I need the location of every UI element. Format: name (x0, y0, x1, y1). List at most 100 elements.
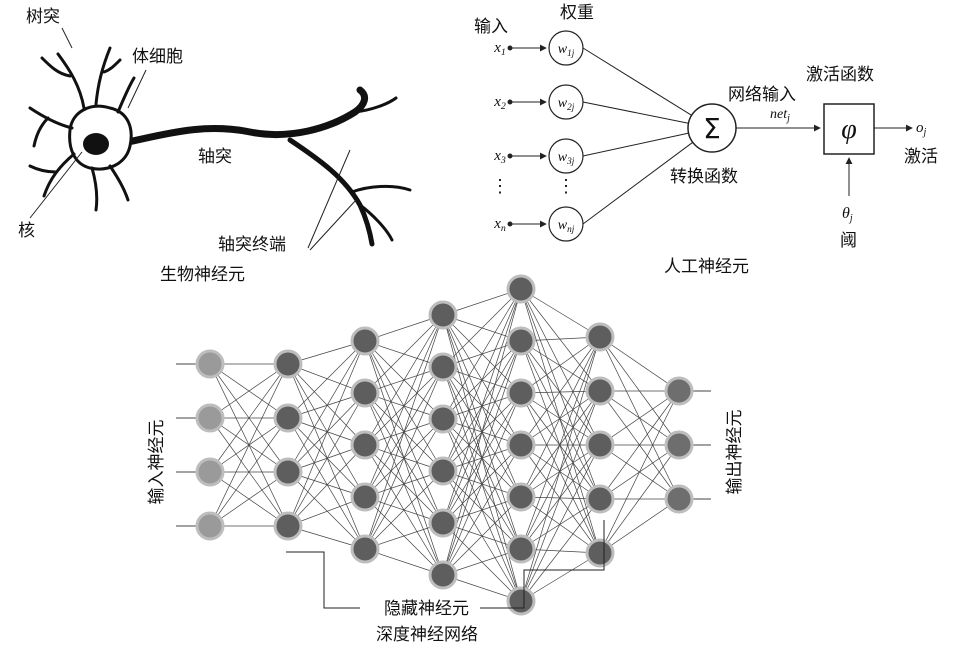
hidden-label: 隐藏神经元 (384, 599, 469, 619)
weight-ellipsis: ⋮ (557, 176, 575, 196)
activation-fn-label: 激活函数 (806, 65, 874, 85)
hidden-neuron (350, 534, 380, 564)
hidden-neuron (428, 508, 458, 538)
dnn-connection (364, 314, 444, 550)
dnn-connection (442, 392, 522, 576)
deep-neural-network: 输入神经元 输出神经元 隐藏神经元 深度神经网络 (147, 274, 745, 645)
hidden-neuron (585, 322, 615, 352)
axon-terminal-pointer-1 (307, 149, 351, 249)
dnn-connection (520, 336, 601, 498)
dendrites-shape (28, 46, 136, 212)
dnn-connection (442, 288, 522, 524)
hidden-neuron (273, 403, 303, 433)
dnn-connection (599, 390, 680, 554)
weight-connection (582, 101, 689, 124)
axon-label: 轴突 (198, 147, 232, 167)
dnn-connection (520, 288, 601, 392)
transfer-fn-label: 转换函数 (670, 167, 738, 187)
dnn-connection (442, 288, 522, 576)
net-symbol: netj (770, 107, 790, 124)
biological-neuron: 树突 体细胞 核 轴突 轴突终端 生物神经元 (18, 7, 412, 285)
dnn-connection (287, 417, 366, 550)
axon-terminal-pointer-2 (309, 199, 357, 251)
dnn-connection (520, 392, 601, 500)
input-ellipsis: ⋮ (491, 176, 509, 196)
threshold-label: 阈 (840, 231, 857, 251)
dnn-connection (520, 288, 601, 338)
dendrite-pointer (61, 27, 73, 49)
dnn-connection (520, 340, 601, 392)
hidden-bracket-left (286, 551, 360, 609)
dnn-connection (364, 418, 444, 550)
input-symbol: x3 (493, 148, 506, 166)
dnn-connection (364, 314, 444, 498)
dnn-connection (520, 336, 601, 394)
hidden-bracket-right (480, 520, 605, 609)
weight-connection (582, 47, 692, 116)
dnn-nodes (195, 274, 694, 616)
dnn-connection (287, 471, 366, 550)
hidden-neuron (428, 456, 458, 486)
dnn-connection (442, 496, 522, 576)
dnn-connection (599, 498, 680, 554)
dnn-connection (287, 444, 366, 527)
dnn-connection (209, 363, 289, 527)
weight-label: 权重 (560, 3, 594, 23)
dnn-connection (520, 498, 601, 550)
weight-connection (582, 141, 694, 225)
hidden-neuron (585, 376, 615, 406)
hidden-neuron (273, 349, 303, 379)
dnn-connection (520, 392, 601, 554)
input-neuron (195, 403, 225, 433)
dnn-output-label: 输出神经元 (725, 410, 745, 495)
input-symbol: x2 (493, 94, 506, 112)
dnn-connection (520, 552, 601, 602)
hidden-neuron (506, 586, 536, 616)
activation-label: 激活 (904, 147, 938, 167)
hidden-neuron (350, 378, 380, 408)
dnn-connection (520, 288, 601, 446)
phi-symbol: φ (841, 114, 857, 145)
dnn-connection (520, 444, 601, 550)
dnn-connection (287, 417, 366, 498)
dnn-connection (520, 444, 601, 554)
weight-connection (582, 132, 689, 157)
input-row: ⋮⋮ (491, 176, 575, 196)
output-neuron (664, 484, 694, 514)
dnn-connection (520, 444, 601, 498)
nucleus-shape (83, 133, 109, 155)
hidden-neuron (428, 560, 458, 590)
dnn-connection (287, 340, 366, 419)
hidden-neuron (585, 538, 615, 568)
input-symbol: x1 (493, 40, 506, 58)
input-symbol: xn (493, 216, 506, 234)
input-neuron (195, 457, 225, 487)
input-neuron (195, 349, 225, 379)
dnn-connection (287, 363, 366, 446)
input-dot (507, 221, 513, 227)
bio-caption: 生物神经元 (160, 265, 245, 285)
dnn-connection (520, 340, 601, 446)
theta-symbol: θj (842, 205, 853, 224)
dnn-connection (442, 340, 522, 576)
hidden-neuron (585, 484, 615, 514)
axon-shape (114, 86, 369, 148)
hidden-neuron (350, 430, 380, 460)
input-dot (507, 153, 513, 159)
hidden-neuron (428, 404, 458, 434)
output-neuron (664, 430, 694, 460)
dnn-connection (599, 336, 680, 392)
hidden-neuron (506, 274, 536, 304)
hidden-neuron (506, 378, 536, 408)
hidden-neuron (506, 430, 536, 460)
hidden-neuron (506, 326, 536, 356)
dnn-connection (442, 288, 522, 472)
dnn-connection (520, 498, 601, 602)
dnn-connection (520, 444, 601, 602)
dnn-connection (442, 444, 522, 576)
net-input-label: 网络输入 (728, 85, 796, 105)
